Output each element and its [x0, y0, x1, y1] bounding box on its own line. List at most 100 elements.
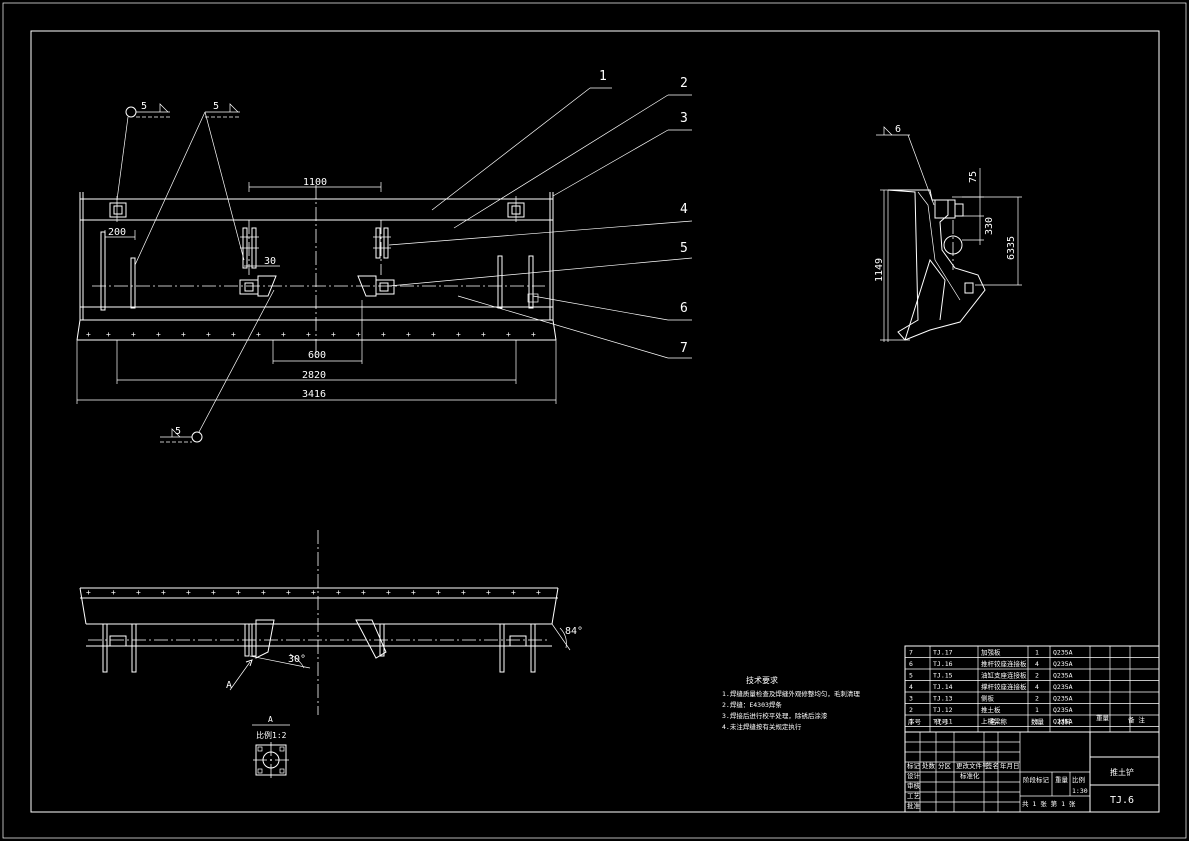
parts-cell-no: 2	[909, 706, 913, 714]
parts-cell-qty: 4	[1035, 660, 1039, 668]
parts-cell-code: TJ.15	[933, 672, 953, 680]
weld-label-top-mid: 5	[213, 101, 219, 112]
parts-header-mat: 材料	[1058, 717, 1072, 726]
dim-1149: 1149	[874, 258, 885, 282]
parts-cell-name: 油缸支座连接板	[981, 671, 1027, 680]
sheet-info: 共 1 张 第 1 张	[1022, 799, 1076, 808]
svg-text:+: +	[411, 588, 416, 597]
svg-text:+: +	[236, 588, 241, 597]
svg-text:+: +	[256, 330, 261, 339]
parts-cell-code: TJ.12	[933, 706, 953, 714]
svg-text:+: +	[356, 330, 361, 339]
parts-header: 序号 代号 名 称 数量 材料 重量 备 注	[908, 714, 1145, 726]
role-design: 设计	[907, 771, 921, 780]
svg-text:+: +	[136, 588, 141, 597]
parts-cell-no: 5	[909, 672, 913, 680]
rev-header-zone: 分区	[938, 761, 952, 770]
role-standard: 标准化	[960, 771, 980, 780]
dim-330: 330	[984, 217, 995, 235]
svg-text:+: +	[406, 330, 411, 339]
detail-a-title: A	[268, 715, 273, 724]
parts-cell-no: 3	[909, 695, 913, 703]
parts-cell-name: 推土板	[981, 705, 1001, 714]
drawing-number: TJ.6	[1110, 795, 1134, 806]
svg-text:+: +	[361, 588, 366, 597]
parts-cell-qty: 2	[1035, 672, 1039, 680]
weld-label-top-left: 5	[141, 101, 147, 112]
rev-header-file: 更改文件号	[956, 761, 989, 770]
svg-text:+: +	[456, 330, 461, 339]
parts-cell-code: TJ.14	[933, 683, 953, 691]
plan-angle-84: 84°	[565, 626, 583, 637]
bolt-row: ++ ++ ++ ++ ++ ++ ++ ++ ++ +	[86, 330, 536, 339]
svg-text:+: +	[386, 588, 391, 597]
tech-requirements: 技术要求 1.焊缝质量检查及焊缝外观修整均匀，毛刺清理 2.焊缝：E4303焊条…	[722, 675, 860, 731]
svg-text:+: +	[161, 588, 166, 597]
svg-text:+: +	[286, 588, 291, 597]
parts-cell-no: 6	[909, 660, 913, 668]
svg-text:+: +	[86, 330, 91, 339]
plan-angle-30: 30°	[288, 654, 306, 665]
weight-label: 重量	[1055, 776, 1069, 784]
title-block-rows: 标记 处数 分区 更改文件号 签名 年月日 设计 审核 工艺 批准 标准化	[907, 761, 1020, 810]
parts-cell-no: 7	[909, 649, 913, 657]
parts-cell-qty: 1	[1035, 649, 1039, 657]
svg-text:+: +	[336, 588, 341, 597]
part-label-7: 7	[680, 341, 688, 356]
parts-cell-qty: 1	[1035, 706, 1039, 714]
parts-cell-code: TJ.13	[933, 695, 953, 703]
parts-cell-qty: 4	[1035, 683, 1039, 691]
parts-cell-name: 撑杆铰座连接板	[981, 682, 1027, 691]
front-view: ++ ++ ++ ++ ++ ++ ++ ++ ++ +	[76, 87, 693, 443]
role-process: 工艺	[907, 792, 921, 800]
svg-text:+: +	[506, 330, 511, 339]
tech-req-item: 2.焊缝：E4303焊条	[722, 700, 782, 709]
dim-30: 30	[264, 256, 276, 267]
svg-text:+: +	[86, 588, 91, 597]
svg-text:+: +	[306, 330, 311, 339]
rev-header-mark: 标记	[907, 761, 921, 770]
rev-header-date: 年月日	[1000, 761, 1020, 770]
parts-cell-code: TJ.16	[933, 660, 953, 668]
role-review: 审核	[907, 781, 921, 790]
part-label-6: 6	[680, 301, 688, 316]
tech-req-item: 4.未注焊缝按有关规定执行	[722, 722, 802, 731]
dim-6335: 6335	[1006, 236, 1017, 260]
part-label-1: 1	[599, 69, 607, 84]
parts-header-qty: 数量	[1031, 717, 1045, 726]
svg-text:+: +	[436, 588, 441, 597]
parts-header-name: 名 称	[990, 717, 1007, 726]
svg-text:+: +	[231, 330, 236, 339]
parts-cell-qty: 1	[1035, 718, 1039, 726]
detail-a	[252, 724, 290, 778]
svg-text:+: +	[461, 588, 466, 597]
rev-header-count: 处数	[922, 761, 936, 770]
parts-cell-mat: Q235A	[1053, 649, 1073, 657]
dim-75: 75	[968, 171, 979, 183]
parts-cell-name: 加强板	[981, 648, 1001, 657]
parts-header-code: 代号	[935, 717, 949, 726]
svg-text:+: +	[311, 588, 316, 597]
tech-req-title: 技术要求	[746, 675, 778, 685]
svg-text:+: +	[156, 330, 161, 339]
tech-req-item: 1.焊缝质量检查及焊缝外观修整均匀，毛刺清理	[722, 689, 860, 698]
dim-1100: 1100	[303, 177, 327, 188]
scale-label: 比例	[1072, 775, 1085, 784]
part-label-2: 2	[680, 76, 688, 91]
svg-text:+: +	[331, 330, 336, 339]
parts-cell-name: 侧板	[981, 694, 995, 703]
svg-text:+: +	[261, 588, 266, 597]
plan-view-a-marker: A	[226, 680, 232, 691]
parts-cell-name: 推杆铰座连接板	[981, 659, 1027, 668]
svg-text:+: +	[206, 330, 211, 339]
parts-cell-no: 1	[909, 718, 913, 726]
svg-text:+: +	[531, 330, 536, 339]
stage-label: 阶段标记	[1023, 775, 1050, 784]
svg-text:+: +	[381, 330, 386, 339]
parts-cell-code: TJ.17	[933, 649, 953, 657]
parts-cell-mat: Q235A	[1053, 706, 1073, 714]
svg-text:+: +	[281, 330, 286, 339]
dim-200: 200	[108, 227, 126, 238]
